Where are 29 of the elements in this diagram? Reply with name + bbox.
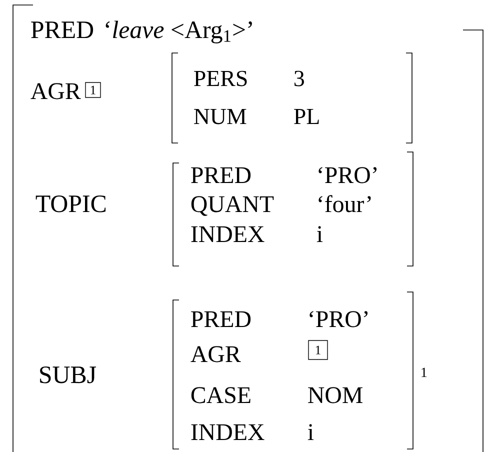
feature-matrix xyxy=(172,292,414,450)
feature-text: PERS xyxy=(194,70,247,86)
feature-text: 1 xyxy=(422,368,427,377)
feature-text: PRED xyxy=(191,167,251,184)
feature-text: NUM xyxy=(194,108,246,124)
tag-box: 1 xyxy=(308,340,328,360)
feature-text: CASE xyxy=(191,387,250,404)
feature-text: PRED xyxy=(191,311,251,328)
feature-text: ‘leave <Arg$_{1}$>’ xyxy=(106,20,252,44)
feature-text: QUANT xyxy=(191,196,274,216)
feature-text: NOM xyxy=(308,387,362,404)
feature-text: AGR xyxy=(190,346,241,362)
feature-text: TOPIC xyxy=(36,196,106,212)
feature-text: ‘four’ xyxy=(318,195,371,212)
feature-text: i xyxy=(316,226,323,242)
feature-text: SUBJ xyxy=(40,366,96,384)
feature-text: INDEX xyxy=(191,424,264,440)
feature-text: PL xyxy=(294,108,319,124)
feature-text: INDEX xyxy=(191,226,264,242)
feature-text: i xyxy=(308,424,314,440)
feature-text: ‘PRO’ xyxy=(318,167,377,184)
feature-text: PRED xyxy=(31,22,94,38)
feature-matrix xyxy=(172,52,412,144)
feature-matrix xyxy=(12,4,484,452)
feature-text: ‘PRO’ xyxy=(310,311,368,328)
tag-box: 1 xyxy=(85,82,101,98)
feature-text: 3 xyxy=(294,70,304,86)
feature-matrix xyxy=(172,152,414,266)
feature-text: AGR xyxy=(30,83,81,100)
